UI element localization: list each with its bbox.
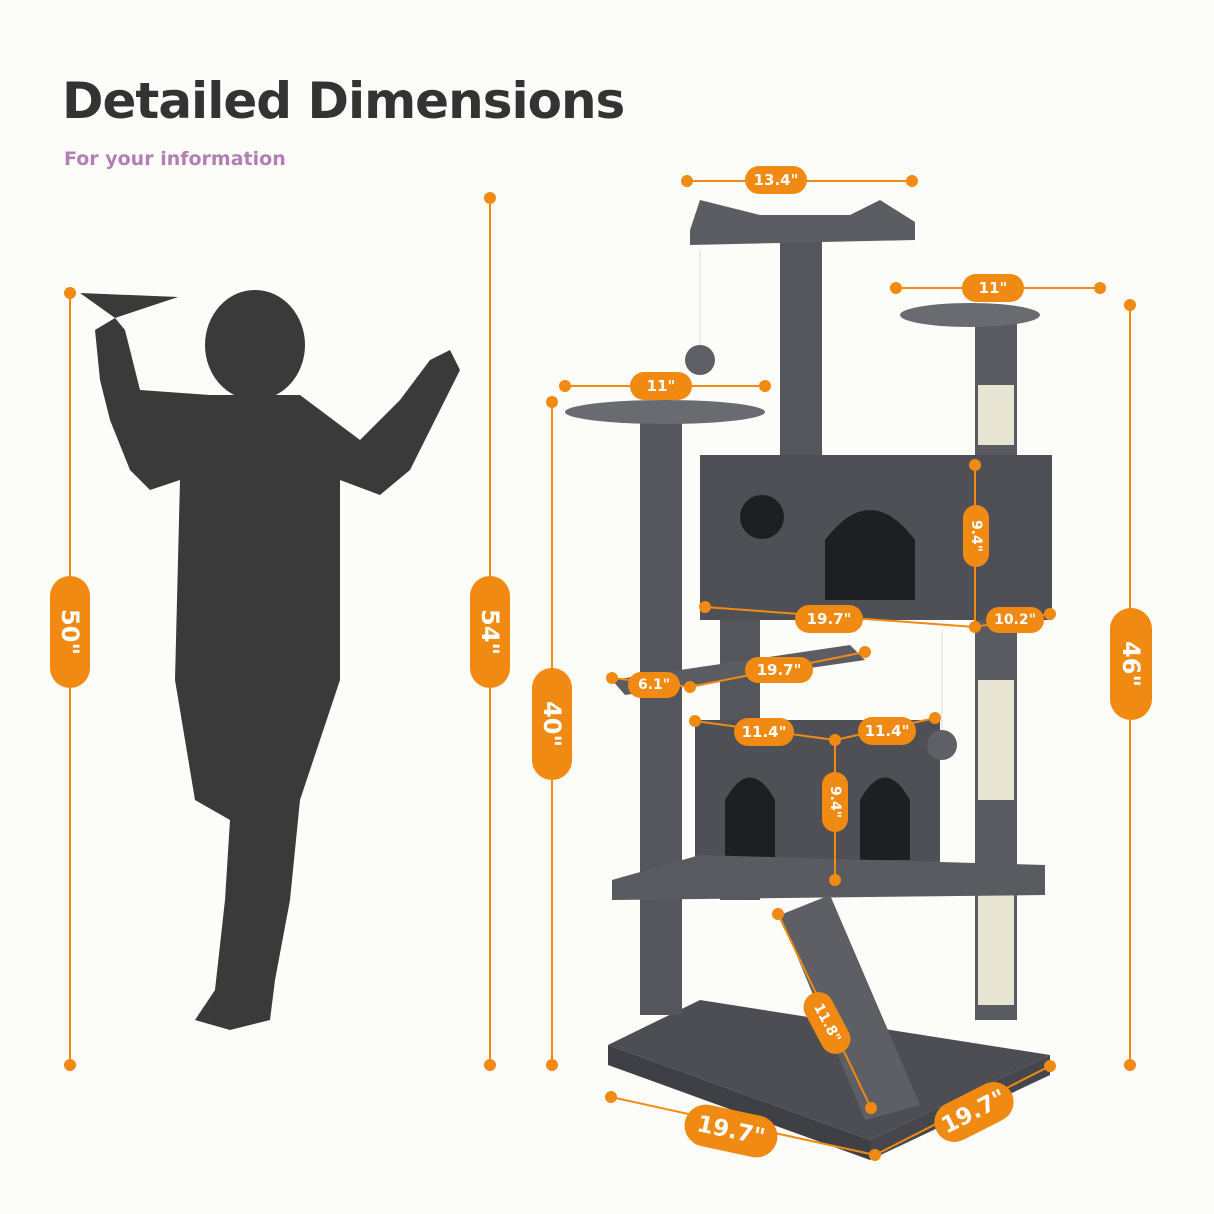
left-platform-height-label: 40"	[532, 668, 572, 780]
lower-condo-depth-label: 11.4"	[858, 717, 916, 745]
right-platform-height-label: 46"	[1110, 608, 1152, 720]
lower-condo-height-label: 9.4"	[822, 772, 848, 832]
top-perch-width-label: 13.4"	[745, 166, 807, 194]
child-height-label: 50"	[50, 576, 90, 688]
cat-tree-icon	[565, 200, 1052, 1160]
upper-condo-depth-label: 10.2"	[986, 607, 1044, 633]
child-silhouette-icon	[80, 290, 460, 1030]
page-subtitle: For your information	[64, 148, 286, 170]
left-platform-width-label: 11"	[630, 372, 692, 400]
upper-condo-width-label: 19.7"	[795, 605, 863, 633]
middle-shelf-depth-label: 6.1"	[628, 672, 680, 698]
page-title: Detailed Dimensions	[62, 72, 625, 130]
upper-condo-height-label: 9.4"	[963, 505, 989, 567]
total-height-label: 54"	[470, 576, 510, 688]
right-platform-width-label: 11"	[962, 274, 1024, 302]
lower-condo-width-label: 11.4"	[734, 718, 794, 746]
middle-shelf-width-label: 19.7"	[745, 657, 813, 683]
